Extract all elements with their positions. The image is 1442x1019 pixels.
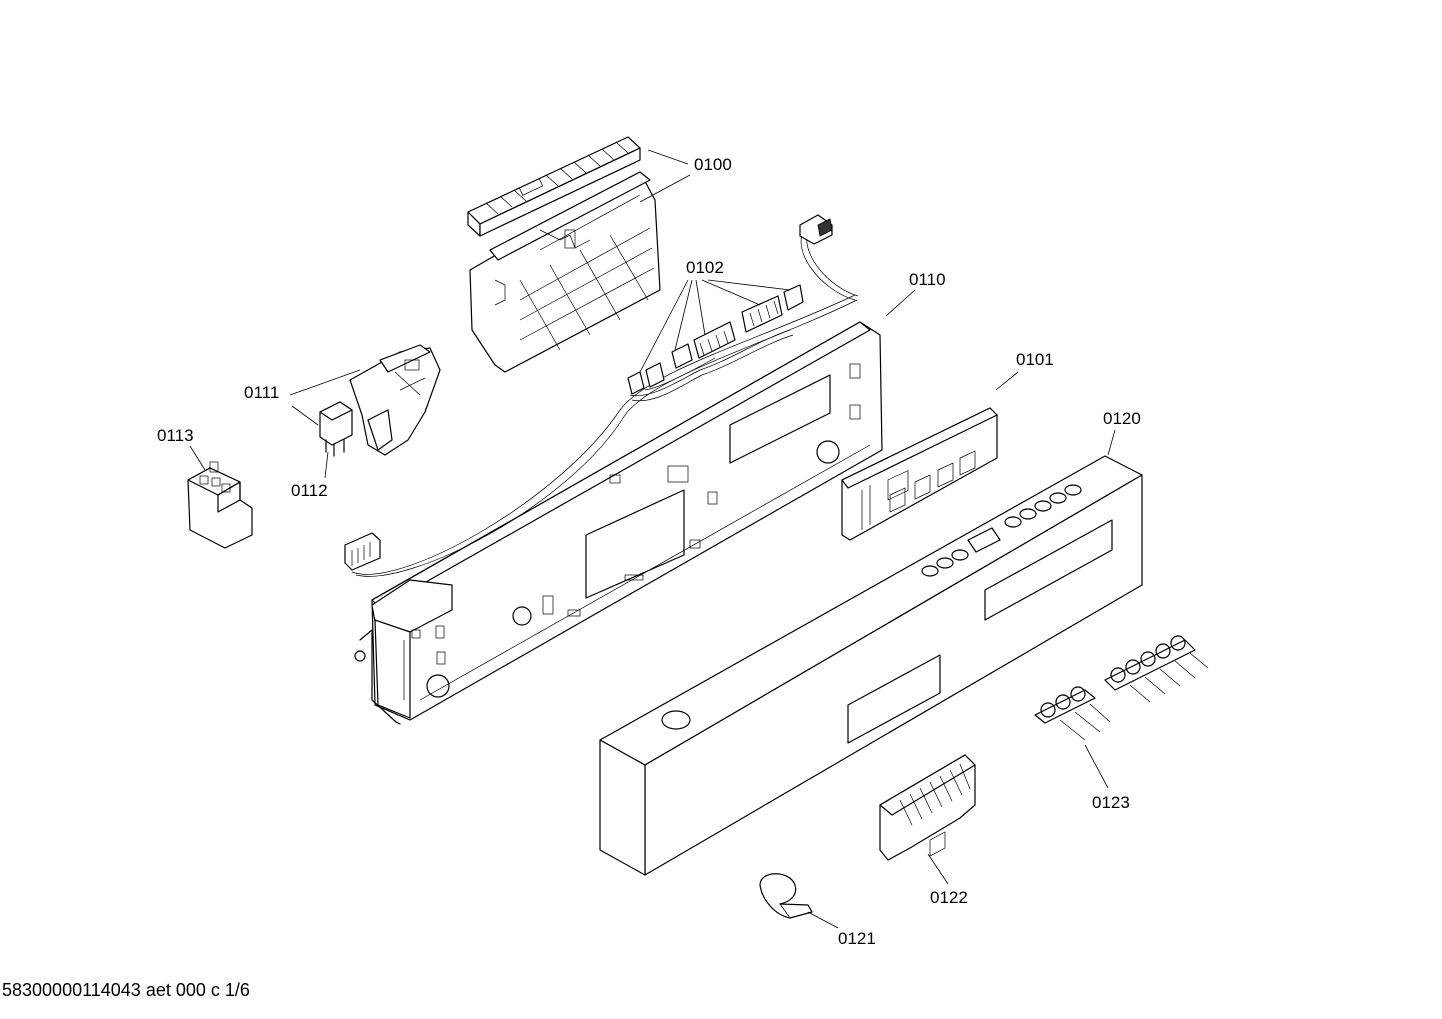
callout-0101: 0101 <box>1016 350 1054 369</box>
callout-labels: 0100 0102 0110 0111 0112 0113 0101 0120 … <box>157 155 1141 948</box>
part-0113-mains-switch[interactable] <box>187 461 253 549</box>
document-id: 58300000114043 aet 000 c 1/6 <box>2 980 250 1000</box>
callout-0113: 0113 <box>157 426 194 445</box>
part-0123-button-strips[interactable] <box>1034 635 1209 741</box>
harness-end-connector <box>344 532 381 571</box>
harness-top-connector <box>799 214 833 245</box>
part-0111-switch[interactable] <box>349 344 441 456</box>
wiring-harness <box>351 227 859 577</box>
callout-0112: 0112 <box>291 481 328 500</box>
part-0121-latch[interactable] <box>759 873 813 919</box>
part-0100-control-module[interactable] <box>467 136 661 373</box>
callout-0102: 0102 <box>686 258 724 277</box>
callout-0100: 0100 <box>694 155 732 174</box>
part-0101-board[interactable] <box>841 407 998 541</box>
callout-0122: 0122 <box>930 888 968 907</box>
callout-0110: 0110 <box>909 270 946 289</box>
part-0112-relay[interactable] <box>319 401 353 457</box>
part-0122-button-block[interactable] <box>879 754 976 861</box>
part-0102-connectors[interactable] <box>627 284 804 395</box>
callout-0123: 0123 <box>1092 793 1130 812</box>
callout-0111: 0111 <box>244 383 279 402</box>
callout-0121: 0121 <box>838 929 876 948</box>
part-0120-fascia[interactable] <box>599 455 1143 876</box>
callout-0120: 0120 <box>1103 409 1141 428</box>
leader-lines <box>189 149 1116 929</box>
part-0110-panel-frame[interactable] <box>354 321 883 725</box>
